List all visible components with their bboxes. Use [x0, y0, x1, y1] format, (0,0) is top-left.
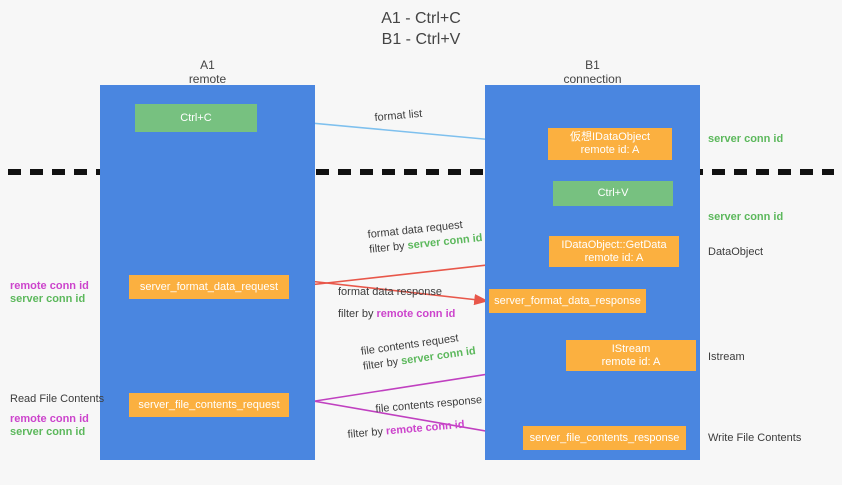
title-line-2: B1 - Ctrl+V: [381, 31, 461, 48]
filter-prefix: filter by: [338, 308, 377, 320]
box-server-format-data-request[interactable]: server_format_data_request: [129, 275, 289, 299]
title-line-1: A1 - Ctrl+C: [381, 10, 461, 27]
box-server-format-data-response[interactable]: server_format_data_response: [489, 289, 646, 313]
box-idataobject-getdata[interactable]: IDataObject::GetData remote id: A: [549, 236, 679, 267]
lane-header-a1: A1 remote: [100, 58, 315, 86]
filter-prefix: filter by: [362, 355, 403, 373]
edge-label-format-data-request: format data request filter by server con…: [367, 216, 483, 258]
box-idataobject-getdata-line1: IDataObject::GetData: [561, 238, 667, 251]
filter-key-remote-conn-id: remote conn id: [376, 308, 456, 320]
box-virtual-idataobject-line2: remote id: A: [580, 144, 640, 156]
label-dataobject: DataObject: [708, 246, 764, 258]
lane-a1-sub: remote: [188, 72, 227, 86]
edge-label-format-data-response: format data response filter by remote co…: [338, 285, 455, 322]
label-remote-conn-id-1: remote conn id: [10, 280, 89, 292]
edge-label-format-data-response-filter: filter by remote conn id: [338, 307, 455, 322]
box-server-file-contents-request[interactable]: server_file_contents_request: [129, 393, 289, 417]
box-server-format-data-response-label: server_format_data_response: [494, 294, 641, 307]
label-server-conn-id-top: server conn id: [708, 133, 784, 145]
edge-label-file-contents-request: file contents request filter by server c…: [360, 329, 477, 375]
box-istream[interactable]: IStream remote id: A: [566, 340, 696, 371]
box-istream-line1: IStream: [611, 342, 651, 355]
edge-label-format-data-response-title: format data response: [338, 286, 442, 298]
box-ctrl-v-line1: Ctrl+V: [597, 187, 629, 199]
label-istream: Istream: [708, 351, 745, 363]
box-istream-line2: remote id: A: [601, 355, 661, 368]
edge-label-file-contents-response-title: file contents response: [374, 394, 483, 416]
page-title: A1 - Ctrl+C B1 - Ctrl+V: [0, 8, 842, 50]
filter-prefix: filter by: [368, 239, 409, 256]
lane-a1-name: A1: [200, 58, 215, 72]
label-read-file-contents: Read File Contents: [10, 393, 105, 405]
box-ctrl-v[interactable]: Ctrl+V: [553, 181, 673, 206]
label-server-conn-id-mid: server conn id: [708, 211, 784, 223]
box-ctrl-c[interactable]: Ctrl+C: [135, 104, 257, 132]
box-virtual-idataobject[interactable]: 仮想IDataObject remote id: A: [548, 128, 672, 160]
lane-header-b1: B1 connection: [485, 58, 700, 86]
label-remote-conn-id-2: remote conn id: [10, 413, 89, 425]
edge-label-file-contents-response-filter: filter by remote conn id: [347, 416, 485, 443]
edge-label-file-contents-response: file contents response filter by remote …: [345, 393, 485, 443]
filter-prefix: filter by: [347, 425, 387, 441]
edge-label-format-list: format list: [374, 107, 423, 124]
box-ctrl-c-line1: Ctrl+C: [180, 111, 212, 124]
box-server-file-contents-response[interactable]: server_file_contents_response: [523, 426, 686, 450]
lane-b1-name: B1: [585, 58, 600, 72]
box-server-format-data-request-label: server_format_data_request: [139, 280, 279, 293]
label-server-conn-id-1: server conn id: [10, 293, 86, 305]
label-write-file-contents: Write File Contents: [708, 432, 802, 444]
box-server-file-contents-response-label: server_file_contents_response: [529, 431, 680, 444]
lane-b1-sub: connection: [563, 72, 622, 86]
box-server-file-contents-request-label: server_file_contents_request: [138, 398, 280, 411]
filter-key-remote-conn-id: remote conn id: [385, 418, 466, 438]
label-server-conn-id-2: server conn id: [10, 426, 86, 438]
box-idataobject-getdata-line2: remote id: A: [584, 251, 644, 264]
box-virtual-idataobject-line1: 仮想IDataObject: [569, 131, 651, 143]
